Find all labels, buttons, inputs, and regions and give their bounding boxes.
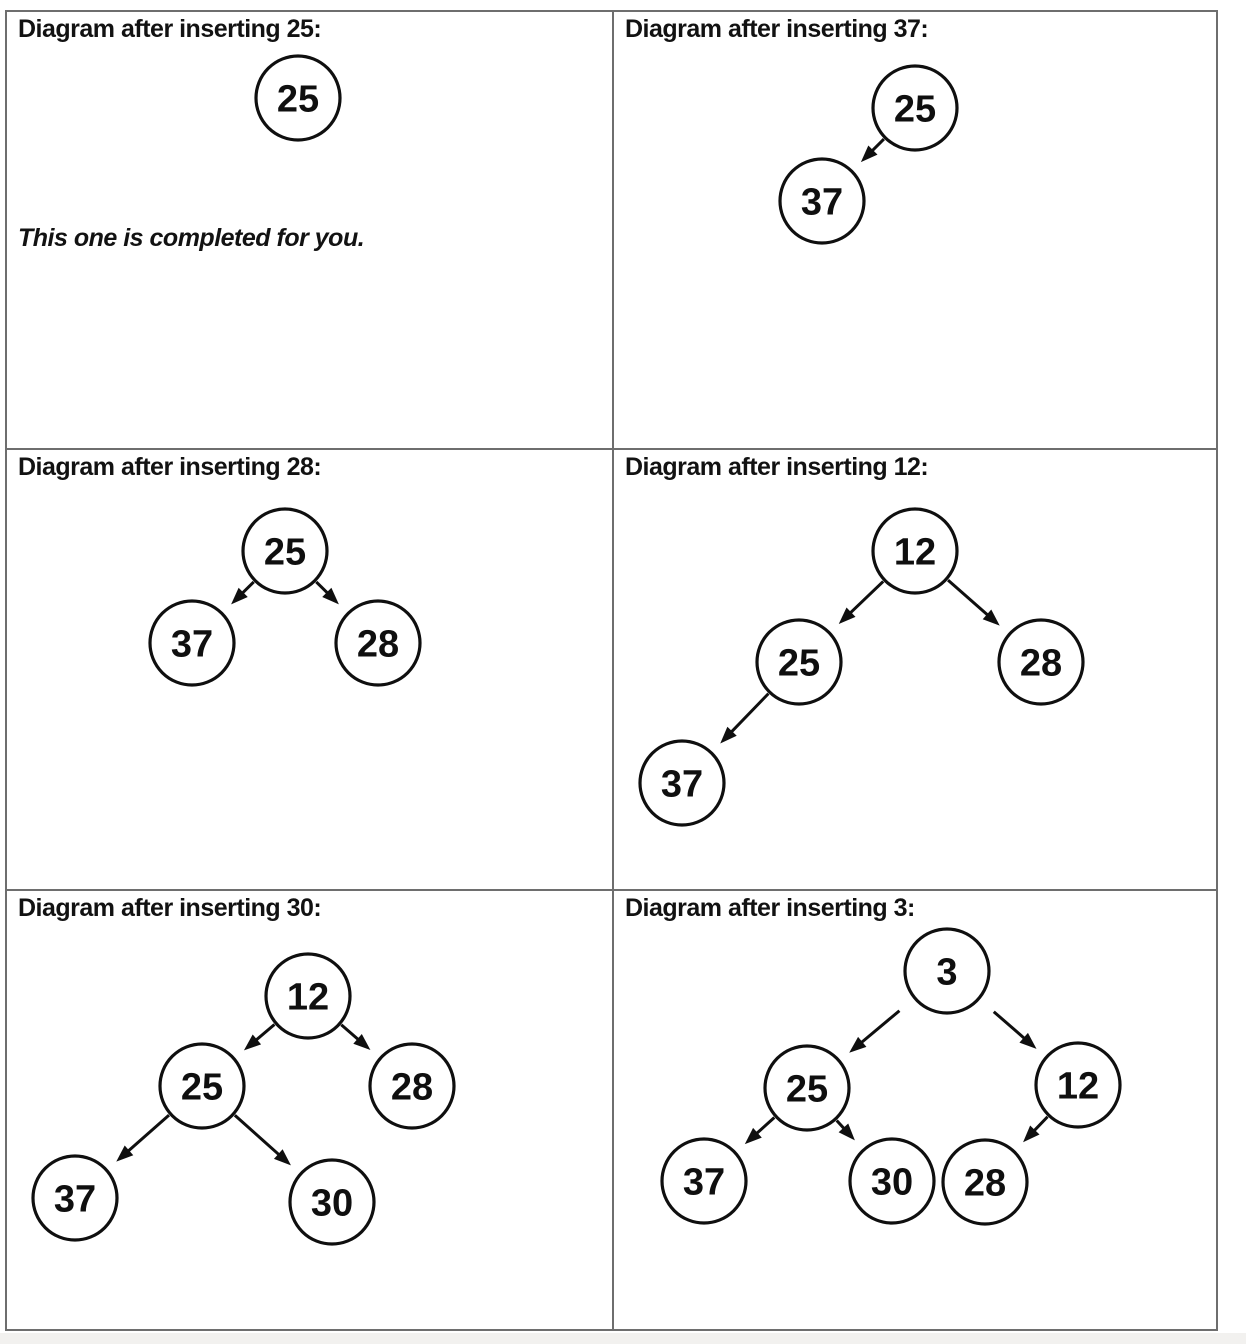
tree-node-circle (264, 952, 352, 1040)
tree-node-circle (158, 1042, 246, 1130)
tree-edge-line (125, 1113, 170, 1154)
tree-node-value: 12 (894, 532, 936, 574)
tree-node-value: 28 (391, 1067, 433, 1109)
tree-node-value: 25 (894, 89, 936, 131)
tree-node-value: 12 (287, 977, 329, 1019)
tree-edge-arrowhead (243, 1034, 262, 1051)
tree-node-value: 30 (311, 1183, 353, 1225)
tree-node-circle (1034, 1041, 1122, 1129)
tree-edge-arrowhead (353, 1033, 371, 1051)
tree-edge-line (253, 1023, 276, 1043)
tree-edge-line (754, 1116, 776, 1136)
tree-edge-line (847, 580, 885, 616)
tree-node-circle (638, 739, 726, 827)
tree-node-value: 28 (1020, 643, 1062, 685)
cell-insert-28: Diagram after inserting 28: 25 37 28 (7, 450, 614, 891)
tree-edge-line (947, 578, 991, 618)
tree-node-circle (871, 64, 959, 152)
tree-edge-line (858, 1009, 901, 1045)
tree-node-value: 25 (277, 79, 319, 121)
tree-node-value: 25 (264, 532, 306, 574)
cell-title: Diagram after inserting 12: (625, 453, 929, 481)
worksheet-table: Diagram after inserting 25: This one is … (5, 10, 1218, 1331)
tree-node-circle (31, 1154, 119, 1242)
tree-node-value: 3 (936, 952, 957, 994)
tree-node-value: 37 (54, 1179, 96, 1221)
tree-edge-arrowhead (1019, 1032, 1037, 1049)
cell-insert-37: Diagram after inserting 37: 25 37 (614, 12, 1216, 450)
cell-title: Diagram after inserting 3: (625, 894, 915, 922)
cell-title: Diagram after inserting 28: (18, 453, 322, 481)
tree-edge-arrowhead (720, 726, 737, 744)
tree-node-value: 25 (786, 1069, 828, 1111)
tree-node-circle (254, 54, 342, 142)
cell-insert-25: Diagram after inserting 25: This one is … (7, 12, 614, 450)
tree-node-circle (334, 599, 422, 687)
tree-node-circle (755, 618, 843, 706)
cell-insert-12: Diagram after inserting 12: 12 25 28 37 (614, 450, 1216, 891)
tree-edge-line (340, 1023, 361, 1042)
tree-node-value: 25 (778, 643, 820, 685)
tree-node-circle (763, 1044, 851, 1132)
tree-node-circle (148, 599, 236, 687)
tree-edge-arrowhead (116, 1145, 134, 1162)
cell-title: Diagram after inserting 25: (18, 15, 322, 43)
tree-node-value: 37 (661, 764, 703, 806)
tree-node-value: 28 (964, 1163, 1006, 1205)
cell-insert-30: Diagram after inserting 30: 12 25 28 37 30 (7, 891, 614, 1329)
tree-diagram: 25 37 (778, 64, 959, 245)
tree-node-value: 30 (871, 1162, 913, 1204)
tree-node-value: 25 (181, 1067, 223, 1109)
tree-edge-arrowhead (744, 1127, 762, 1145)
tree-node-circle (288, 1158, 376, 1246)
tree-node-circle (903, 927, 991, 1015)
note-text: This one is completed for you. (18, 224, 365, 252)
tree-edge-arrowhead (1023, 1125, 1040, 1143)
tree-edge-arrowhead (273, 1149, 291, 1166)
tree-node-circle (241, 507, 329, 595)
cell-title: Diagram after inserting 30: (18, 894, 322, 922)
tree-node-value: 28 (357, 624, 399, 666)
tree-node-circle (871, 507, 959, 595)
tree-edge-line (992, 1010, 1027, 1041)
tree-node-value: 37 (171, 624, 213, 666)
tree-edge-arrowhead (322, 587, 339, 605)
tree-edge-line (233, 1114, 282, 1158)
tree-diagram: 12 25 28 37 (638, 507, 1085, 827)
tree-edge-arrowhead (838, 1123, 855, 1141)
cell-title: Diagram after inserting 37: (625, 15, 929, 43)
tree-node-circle (660, 1137, 748, 1225)
tree-node-value: 37 (683, 1162, 725, 1204)
tree-edge-line (728, 692, 770, 735)
tree-diagram: 3 25 12 37 30 28 (660, 927, 1122, 1226)
page-bottom-margin (0, 1333, 1246, 1344)
tree-node-value: 12 (1057, 1066, 1099, 1108)
tree-diagram: 25 37 28 (148, 507, 422, 687)
tree-node-circle (778, 157, 866, 245)
tree-node-circle (997, 618, 1085, 706)
tree-edge-arrowhead (849, 1036, 867, 1053)
tree-edge-arrowhead (860, 145, 878, 163)
tree-node-circle (848, 1137, 936, 1225)
cell-insert-3: Diagram after inserting 3: 3 25 12 37 30 28 (614, 891, 1216, 1329)
tree-node-value: 37 (801, 182, 843, 224)
tree-edge-line (1031, 1115, 1049, 1134)
tree-node-circle (368, 1042, 456, 1130)
tree-node-circle (941, 1138, 1029, 1226)
tree-edge-arrowhead (231, 587, 248, 605)
tree-diagram: 25 (254, 54, 342, 142)
tree-edge-arrowhead (838, 607, 856, 624)
tree-edge-line (869, 138, 885, 154)
tree-diagram: 12 25 28 37 30 (31, 952, 456, 1246)
tree-edge-arrowhead (982, 609, 1000, 626)
